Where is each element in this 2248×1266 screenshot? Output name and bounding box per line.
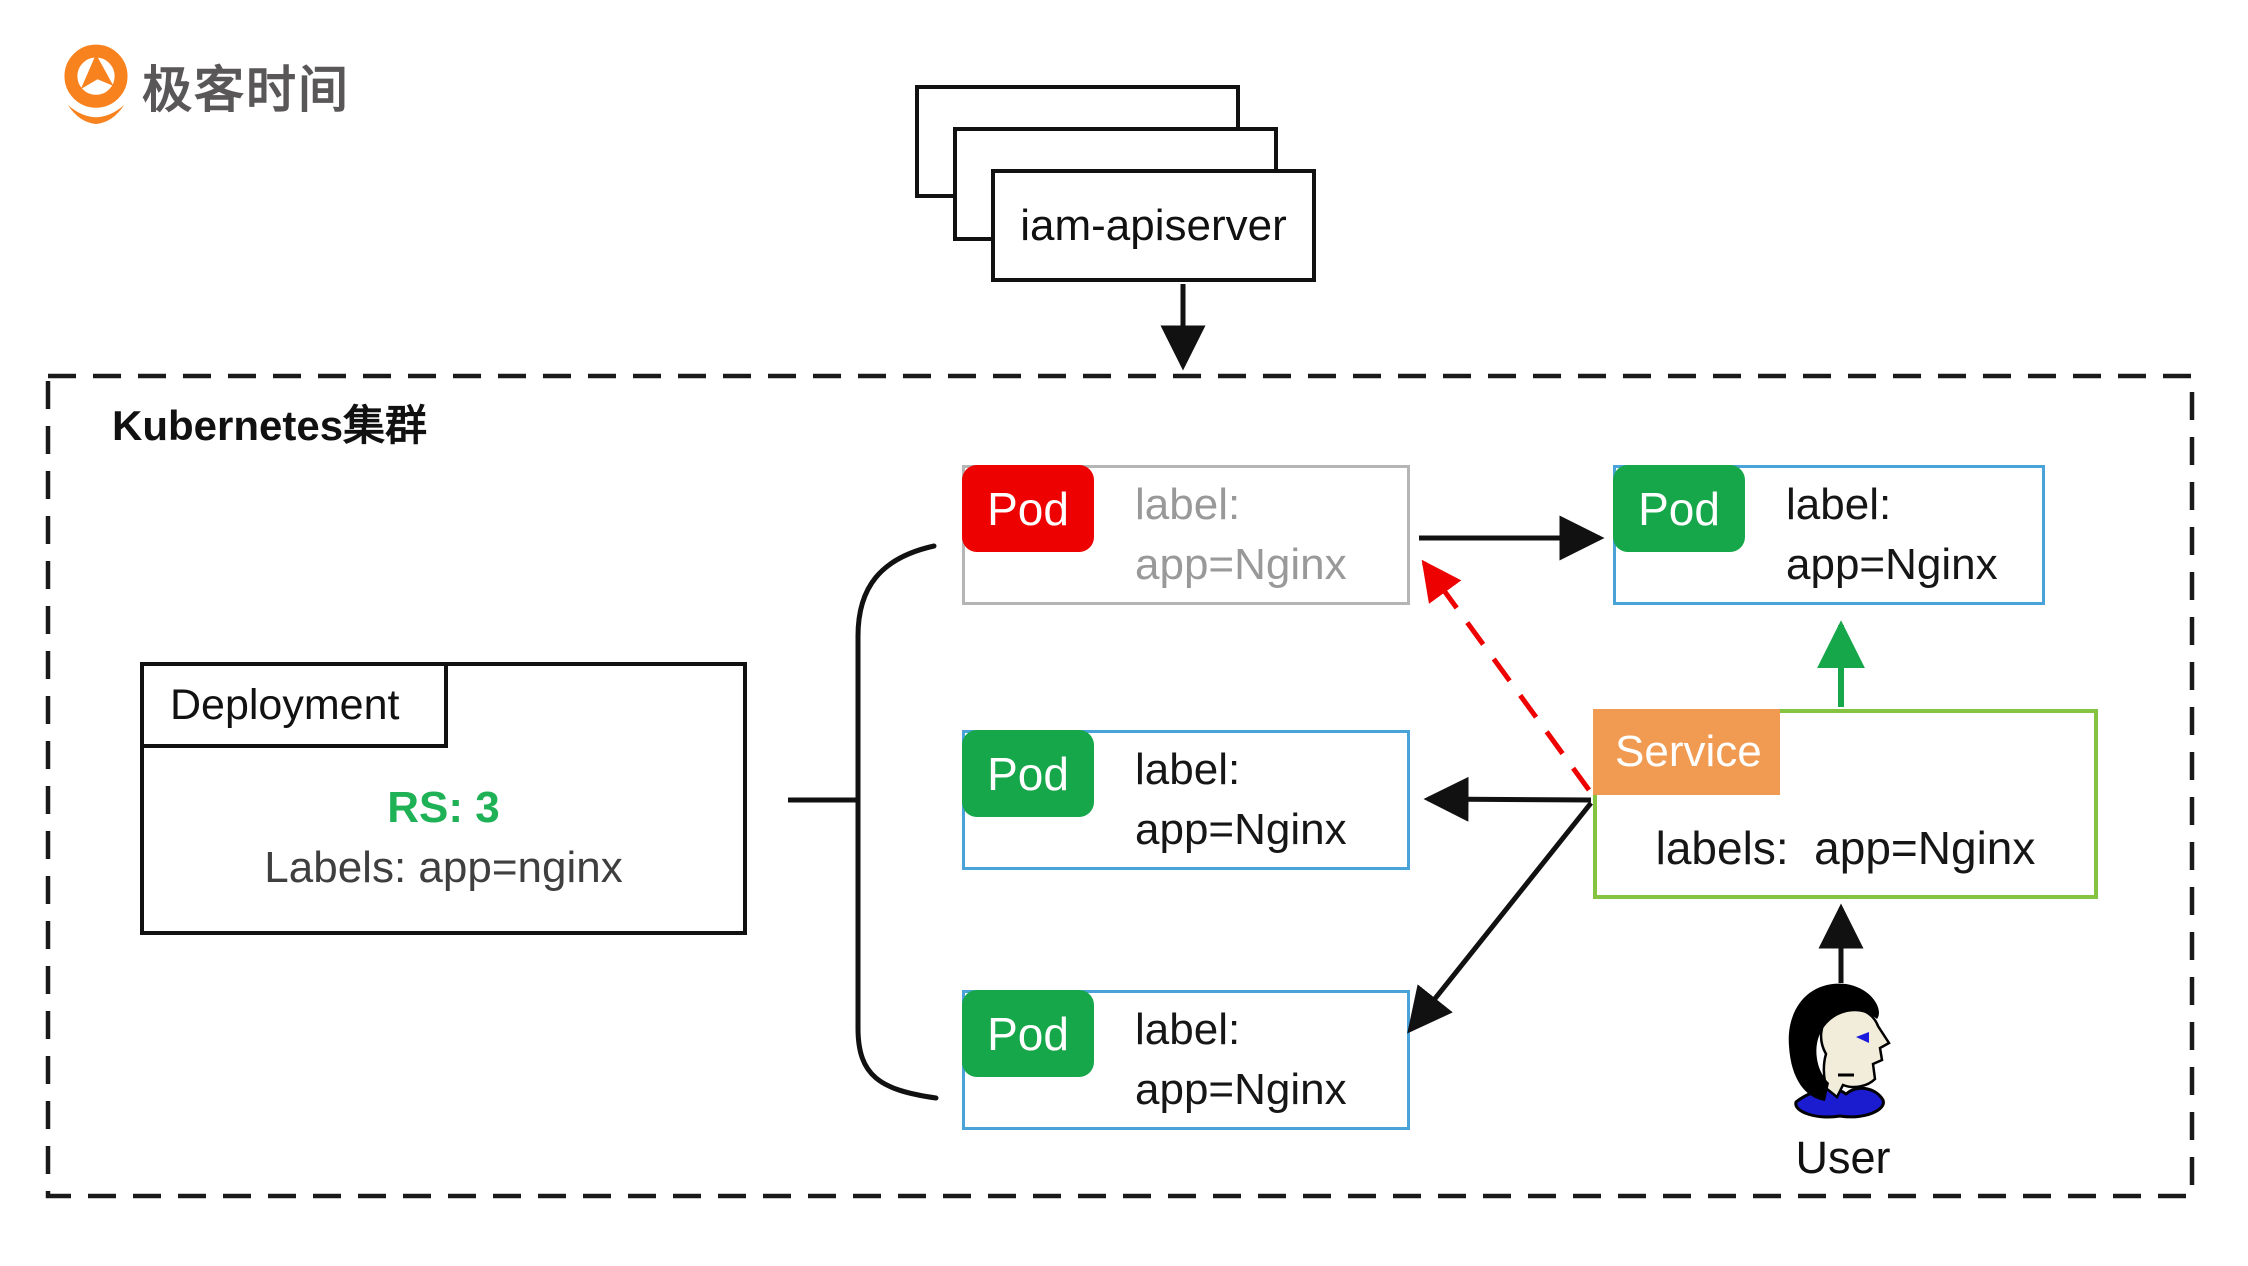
deployment-labels: Labels: app=nginx xyxy=(264,843,623,892)
cluster-title: Kubernetes集群 xyxy=(112,402,428,449)
apiserver-box: iam-apiserver xyxy=(991,169,1316,282)
deployment-box: Deployment RS: 3 Labels: app=nginx xyxy=(140,662,747,935)
deployment-rs-count: RS: 3 xyxy=(387,783,500,832)
pod-box-service-target: Pod label: app=Nginx xyxy=(1613,465,2045,605)
replicas-brace xyxy=(855,543,939,1101)
deployment-content: RS: 3 Labels: app=nginx xyxy=(144,758,743,918)
service-selector-labels: labels: app=Nginx xyxy=(1655,822,2036,874)
deployment-title: Deployment xyxy=(170,680,400,729)
pod-label: label: app=Nginx xyxy=(1135,745,1347,854)
geektime-logo-text: 极客时间 xyxy=(142,62,350,118)
deployment-tab: Deployment xyxy=(140,662,448,748)
pod-badge-green: Pod xyxy=(962,990,1094,1077)
arrow-service-to-pod3 xyxy=(1407,801,1593,1034)
user-label: User xyxy=(1795,1132,1891,1183)
apiserver-label: iam-apiserver xyxy=(1020,200,1287,250)
service-badge: Service xyxy=(1593,709,1780,795)
geektime-logo-icon xyxy=(64,44,128,125)
pod-box-bottom: Pod label: app=Nginx xyxy=(962,990,1410,1130)
service-box: Service labels: app=Nginx xyxy=(1593,709,2098,899)
arrow-service-to-dead-pod-dashed xyxy=(1421,559,1592,792)
arrow-service-to-pod2 xyxy=(1423,776,1592,822)
pod-box-unlabeled: Pod label: app=Nginx xyxy=(962,465,1410,605)
pod-badge-green: Pod xyxy=(1613,465,1745,552)
pod-badge-red: Pod xyxy=(962,465,1094,552)
pod-label: label: app=Nginx xyxy=(1786,480,1998,589)
user-icon xyxy=(1788,983,1891,1119)
user-face xyxy=(1819,1007,1891,1099)
pod-label: label: app=Nginx xyxy=(1135,480,1347,589)
pod-badge-green: Pod xyxy=(962,730,1094,817)
pod-label: label: app=Nginx xyxy=(1135,1005,1347,1114)
pod-box-middle: Pod label: app=Nginx xyxy=(962,730,1410,870)
